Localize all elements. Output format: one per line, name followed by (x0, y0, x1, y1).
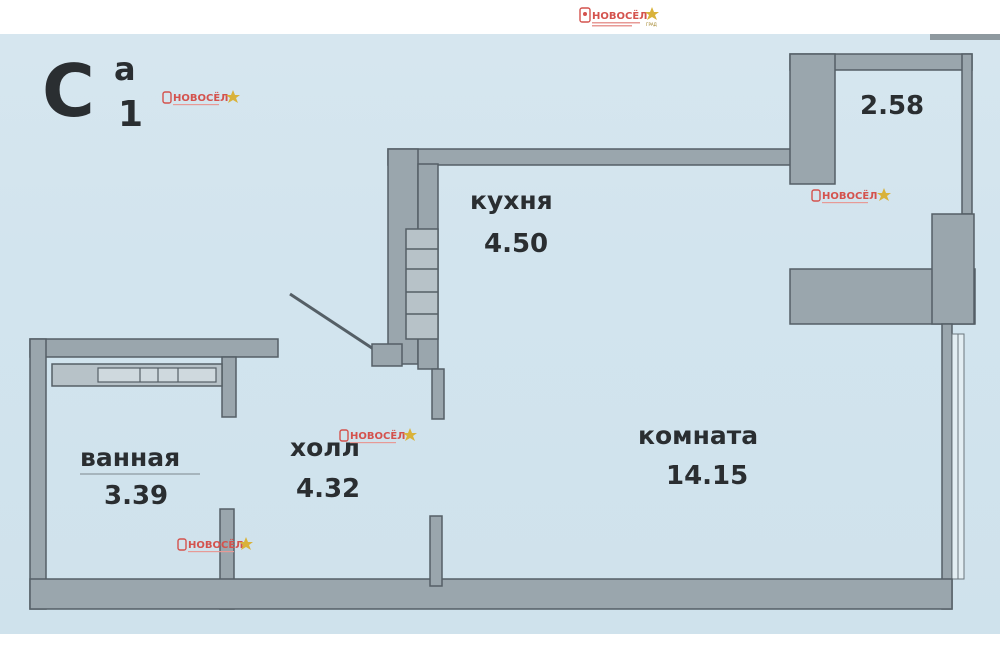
svg-text:НОВОСЁЛ: НОВОСЁЛ (173, 90, 228, 104)
wall-bathroom-left (29, 338, 47, 610)
svg-text:НОВОСЁЛ: НОВОСЁЛ (822, 188, 877, 202)
wall-balcony-left (789, 53, 836, 185)
watermark-brand: НОВОСЁЛ (592, 8, 647, 22)
room-area-hall: 4.32 (296, 474, 360, 504)
room-area-room: 14.15 (666, 461, 748, 491)
watermark-badge-icon: ГРАД (645, 7, 659, 27)
plan-type-subscript: 1 (118, 94, 143, 135)
wall-kitchen-top (387, 148, 799, 166)
room-area-bathroom: 3.39 (104, 481, 168, 511)
plan-type-letter: C (42, 49, 95, 133)
floor-plan: C a 1 2.58 кухня 4.50 комната 14.15 ванн… (29, 34, 1000, 610)
wall-bathroom-top (29, 338, 279, 358)
wall-hall-room (429, 515, 443, 587)
wall-hall-stub (431, 368, 445, 420)
kitchen-cabinet-block (405, 228, 439, 340)
wall-balcony-right (961, 53, 973, 215)
wall-room-right (941, 323, 953, 610)
plan-type-superscript: a (114, 50, 136, 88)
watermark-plan-1: НОВОСЁЛ (162, 90, 240, 106)
wall-entrance-jamb (371, 343, 403, 367)
wall-bottom (29, 578, 953, 610)
wall-bathroom-right (221, 356, 237, 418)
balcony-area: 2.58 (860, 91, 924, 121)
watermark-plan-4: НОВОСЁЛ (177, 537, 253, 553)
room-label-room: комната (638, 421, 758, 450)
top-watermark: НОВОСЁЛ ГРАД (579, 7, 659, 27)
svg-text:НОВОСЁЛ: НОВОСЁЛ (350, 428, 405, 442)
watermark-badge: ГРАД (646, 22, 657, 27)
svg-text:НОВОСЁЛ: НОВОСЁЛ (188, 537, 243, 551)
wall-balcony-pier (931, 213, 975, 325)
entrance-door-icon (289, 292, 379, 354)
floor-plan-canvas: C a 1 2.58 кухня 4.50 комната 14.15 ванн… (0, 34, 1000, 634)
watermark-plan-3: НОВОСЁЛ (339, 428, 417, 444)
room-label-bathroom: ванная (80, 443, 180, 472)
room-area-kitchen: 4.50 (484, 229, 548, 259)
bath-fixture-strip (51, 363, 223, 387)
room-label-kitchen: кухня (470, 186, 553, 215)
watermark-plan-2: НОВОСЁЛ (811, 188, 891, 204)
watermark-logo-icon (579, 7, 591, 23)
